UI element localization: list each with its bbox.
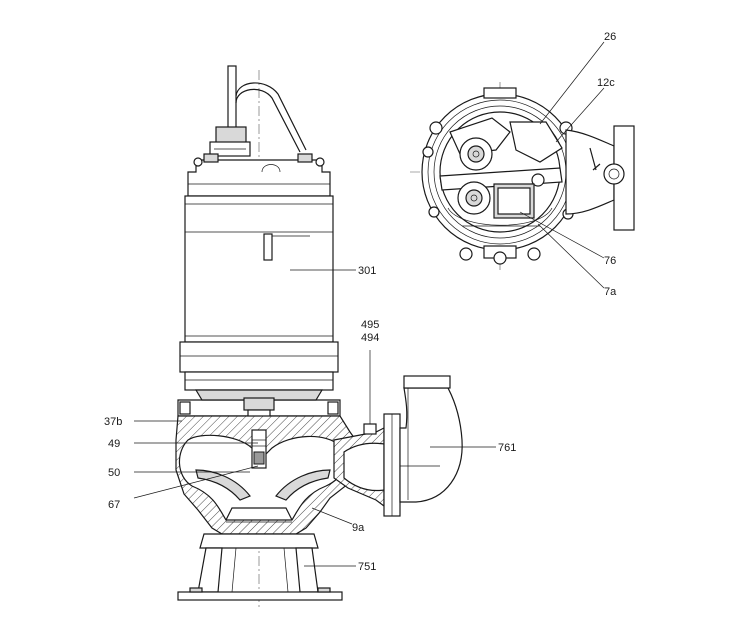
label-26: 26 (604, 31, 616, 43)
part-labels: 26 12c 76 7a 301 495 494 37b 49 50 67 76… (104, 31, 617, 573)
label-12c: 12c (597, 77, 615, 89)
motor-top-cover (187, 153, 331, 197)
label-76: 76 (604, 255, 616, 267)
label-67: 67 (108, 499, 120, 511)
leader-76 (519, 211, 605, 259)
leader-26 (539, 41, 605, 125)
cable-entry (209, 126, 251, 157)
leader-12c (555, 87, 605, 143)
label-50: 50 (108, 467, 120, 479)
leader-7a (537, 223, 605, 289)
leader-67 (133, 465, 259, 499)
pump-side-view (175, 65, 463, 610)
label-761: 761 (498, 442, 516, 454)
label-495: 495 (361, 319, 379, 331)
duckfoot-bend (399, 375, 463, 503)
leader-lines (133, 41, 605, 567)
discharge-connection (333, 350, 401, 517)
label-494: 494 (361, 332, 379, 344)
top-discharge-arm (565, 125, 635, 231)
leader-9a (311, 507, 353, 525)
motor-housing (184, 195, 334, 343)
motor-lower-band (179, 341, 339, 391)
label-301: 301 (358, 265, 376, 277)
volute-casing (175, 415, 361, 535)
label-7a: 7a (604, 286, 617, 298)
pump-top-view (410, 82, 635, 270)
label-37b: 37b (104, 416, 122, 428)
pump-stand (177, 533, 343, 601)
label-9a: 9a (352, 522, 365, 534)
top-inner-parts (439, 117, 563, 227)
label-751: 751 (358, 561, 376, 573)
label-49: 49 (108, 438, 120, 450)
